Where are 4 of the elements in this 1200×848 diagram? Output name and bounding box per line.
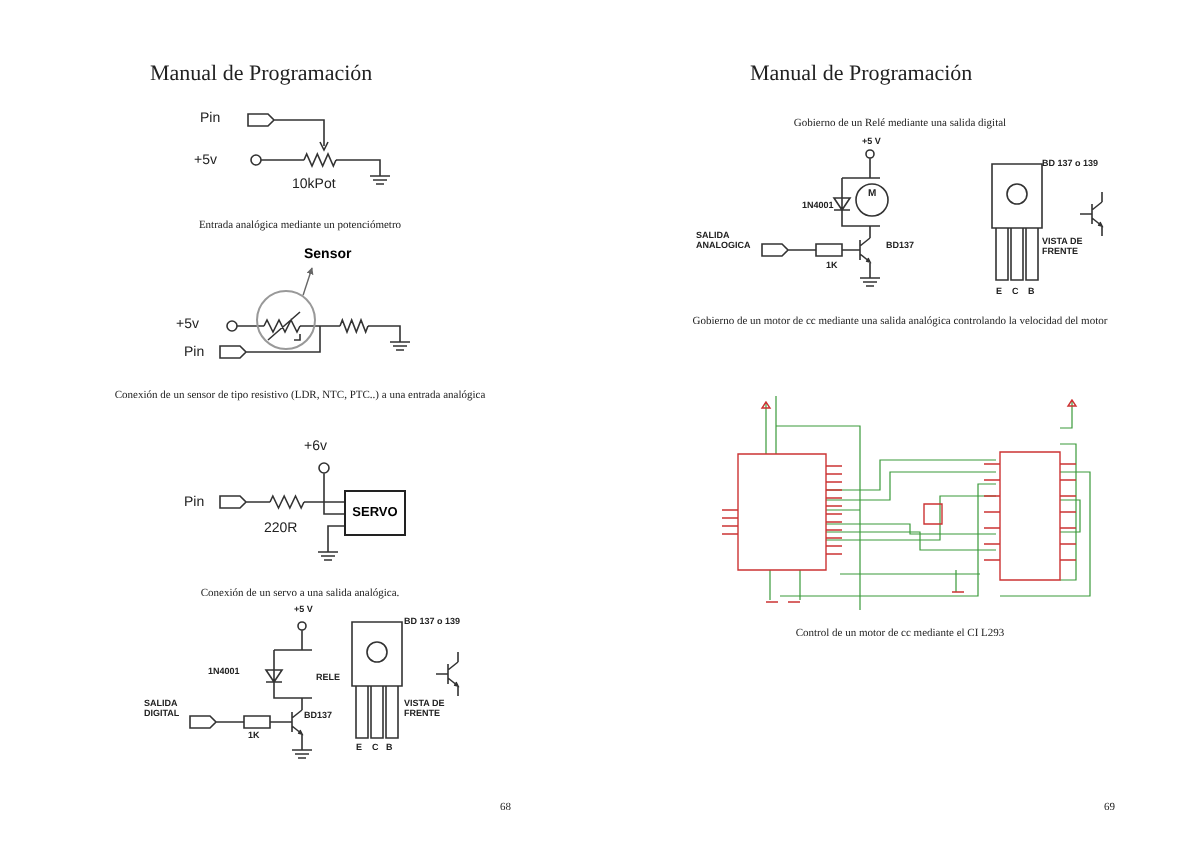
page-header: Manual de Programación bbox=[150, 62, 373, 87]
circle-outline bbox=[256, 290, 316, 350]
page-header: Manual de Programación bbox=[750, 62, 973, 87]
leader-line bbox=[302, 267, 314, 297]
